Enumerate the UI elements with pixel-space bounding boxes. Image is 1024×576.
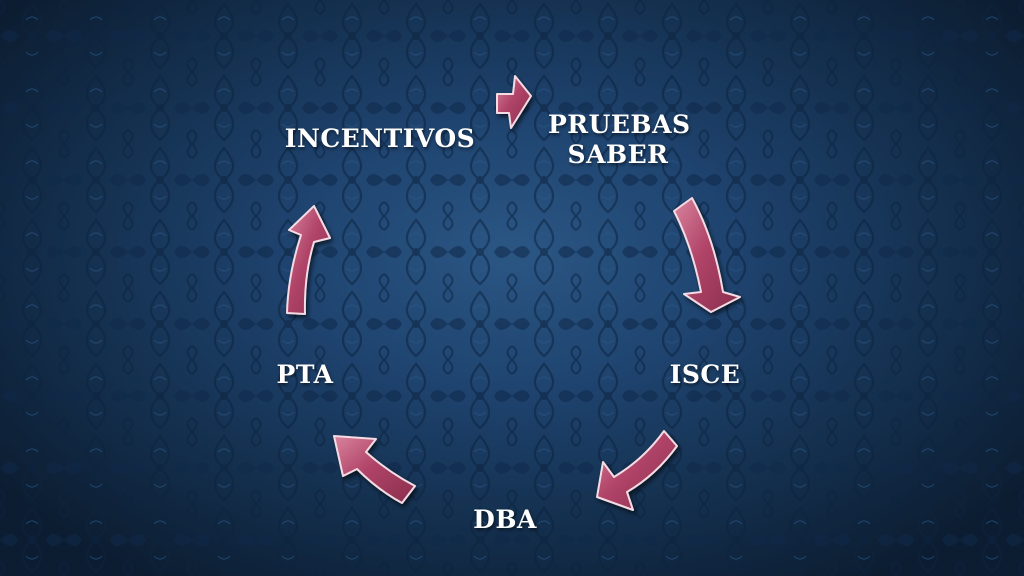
arrow-pta-to-incentivos [286,205,331,315]
arrow-pruebas-saber-to-isce [673,197,741,313]
node-incentivos: INCENTIVOS [270,124,490,154]
node-dba: DBA [455,505,555,535]
node-incentivos-label: INCENTIVOS [284,124,476,153]
arrow-dba-to-pta [333,435,416,504]
node-dba-label: DBA [473,505,537,534]
node-pta: PTA [255,360,355,390]
node-pta-label: PTA [276,360,334,389]
arrow-isce-to-dba [596,430,678,511]
node-isce: ISCE [650,360,760,390]
arrow-incentivos-to-pruebas-saber [496,75,532,129]
node-pruebas-saber: PRUEBAS SABER [548,110,691,170]
node-pruebas-saber-line-1: PRUEBAS [548,110,691,139]
node-pruebas-saber-line-2: SABER [567,140,669,169]
node-isce-label: ISCE [669,360,741,389]
